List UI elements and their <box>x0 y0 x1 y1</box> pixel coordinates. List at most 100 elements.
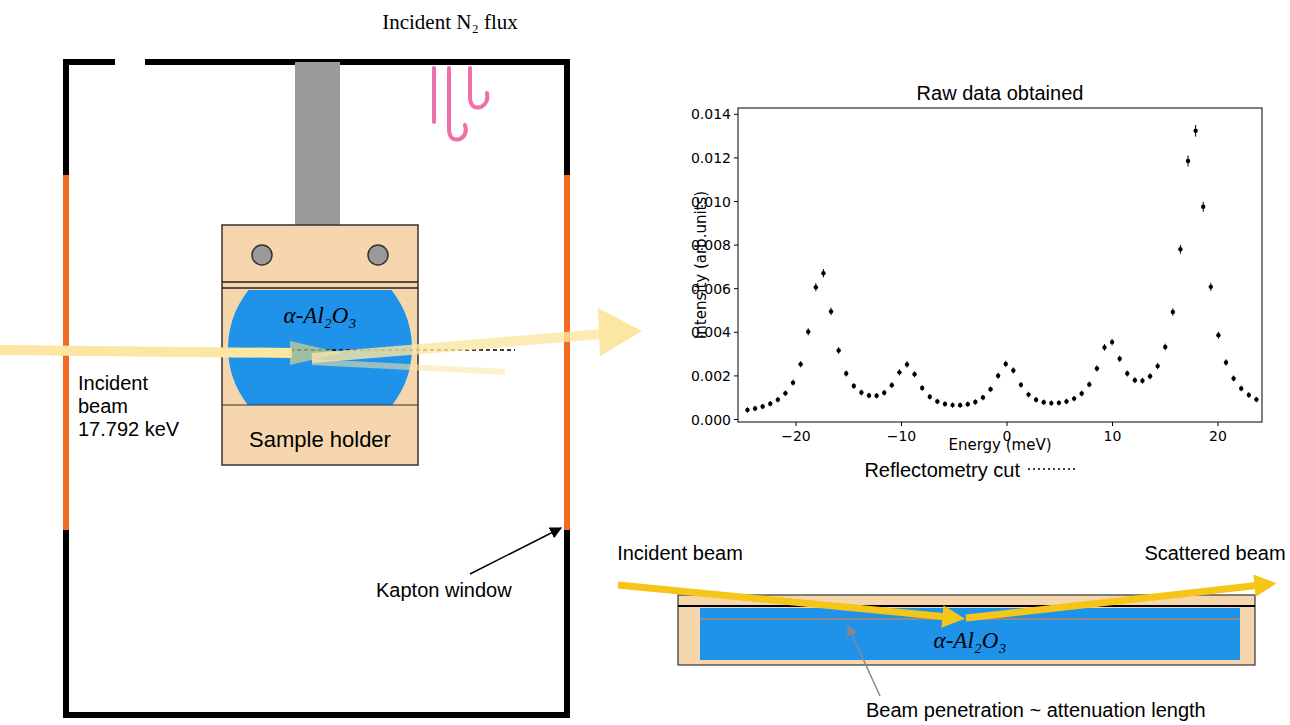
chart-title: Raw data obtained <box>917 82 1084 105</box>
data-point <box>1148 373 1152 379</box>
data-marker <box>1216 333 1220 337</box>
data-point <box>966 402 970 407</box>
data-marker <box>814 285 818 289</box>
data-point <box>1178 245 1182 254</box>
tick-mark <box>734 419 738 420</box>
data-marker <box>760 404 764 408</box>
chamber <box>66 59 567 715</box>
gas-flow-line <box>449 68 466 140</box>
gas-flow-line <box>432 68 436 122</box>
sample-holder-body <box>222 225 418 465</box>
holder-lid <box>678 605 1255 607</box>
data-marker <box>912 372 916 376</box>
tick-label: 0.004 <box>691 324 731 340</box>
tick-mark <box>1112 422 1113 426</box>
data-point <box>897 369 901 375</box>
data-point <box>814 283 818 291</box>
data-point <box>867 393 871 399</box>
data-point <box>1042 400 1046 405</box>
data-marker <box>852 384 856 388</box>
data-point <box>1011 367 1015 373</box>
data-point <box>920 385 924 391</box>
holder-line <box>222 404 418 405</box>
data-point <box>1102 344 1106 351</box>
annotation: Reflectometry cut <box>864 459 1020 482</box>
data-point <box>1186 156 1190 167</box>
data-point <box>1072 396 1076 401</box>
sample-holder-section <box>678 595 1255 665</box>
data-marker <box>867 393 871 397</box>
data-marker <box>1231 376 1235 380</box>
data-point <box>859 390 863 396</box>
data-point <box>1087 381 1091 387</box>
data-marker <box>829 309 833 313</box>
data-point <box>943 401 947 406</box>
data-point <box>1209 283 1213 291</box>
data-marker <box>1140 379 1144 383</box>
tick-label: −10 <box>887 428 917 444</box>
data-marker <box>1011 368 1015 372</box>
tick-mark <box>901 422 902 426</box>
data-marker <box>973 400 977 404</box>
data-marker <box>1254 397 1258 401</box>
transmitted-beam <box>312 334 602 358</box>
data-marker <box>874 393 878 397</box>
data-point <box>760 404 764 409</box>
data-marker <box>1026 392 1030 396</box>
tick-label: −20 <box>781 428 811 444</box>
data-point <box>1201 202 1205 212</box>
beam-label: Incident beam 17.792 keV <box>78 372 190 441</box>
data-point <box>1079 391 1083 397</box>
data-marker <box>836 348 840 352</box>
data-point <box>1193 125 1197 137</box>
data-marker <box>1004 362 1008 366</box>
beam-head <box>598 308 642 356</box>
data-marker <box>806 330 810 334</box>
tick-mark <box>734 201 738 202</box>
data-point <box>1239 386 1243 392</box>
data-marker <box>897 370 901 374</box>
data-marker <box>1110 340 1114 344</box>
tick-label: 10 <box>1104 428 1122 444</box>
data-point <box>890 382 894 388</box>
data-point <box>1004 361 1008 367</box>
data-point <box>1254 397 1258 402</box>
data-point <box>1224 359 1228 365</box>
data-marker <box>1117 357 1121 361</box>
data-marker <box>776 397 780 401</box>
data-point <box>1034 397 1038 402</box>
data-marker <box>981 395 985 399</box>
data-marker <box>1224 360 1228 364</box>
data-point <box>882 390 886 396</box>
part-label: Sample holder <box>222 415 418 465</box>
data-marker <box>966 402 970 406</box>
data-marker <box>988 387 992 391</box>
data-point <box>905 361 909 367</box>
data-marker <box>1163 345 1167 349</box>
data-point <box>1095 365 1099 371</box>
axis-ticks <box>734 114 1218 426</box>
tick-mark <box>1007 422 1008 426</box>
chamber-wall <box>66 59 567 715</box>
tick-mark <box>734 288 738 289</box>
data-point <box>1140 378 1144 384</box>
data-point <box>981 395 985 401</box>
data-point <box>1057 400 1061 405</box>
data-marker <box>1155 364 1159 368</box>
data-marker <box>890 383 894 387</box>
data-point <box>852 383 856 389</box>
annotation: Incident N₂ flux <box>382 10 518 34</box>
tick-label: 0.012 <box>691 150 731 166</box>
data-marker <box>1239 386 1243 390</box>
data-point <box>1049 400 1053 405</box>
incident-beam <box>618 585 958 618</box>
data-marker <box>1171 310 1175 314</box>
data-marker <box>1072 396 1076 400</box>
data-point <box>1117 356 1121 362</box>
data-point <box>844 370 848 376</box>
data-marker <box>783 391 787 395</box>
screw <box>368 245 388 265</box>
data-marker <box>1148 374 1152 378</box>
tick-mark <box>734 114 738 115</box>
annotation: Beam penetration ~ attenuation length <box>866 699 1206 722</box>
